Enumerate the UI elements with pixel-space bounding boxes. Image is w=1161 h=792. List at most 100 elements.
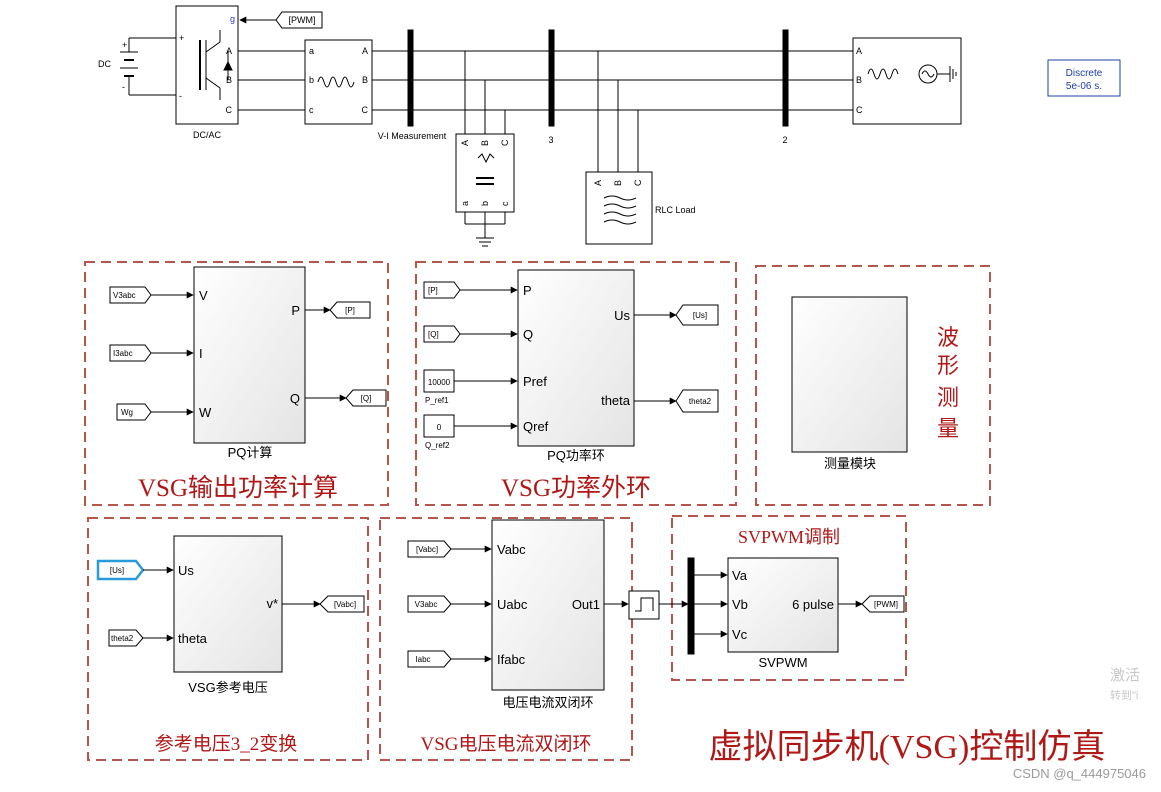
- svpwm-section: [687, 557, 905, 655]
- rlc-port-a: A: [593, 180, 603, 186]
- bus-3[interactable]: [548, 29, 555, 127]
- capacitor-bank-wiring: [464, 51, 506, 134]
- from-tag-q[interactable]: [423, 325, 461, 343]
- from-tag-p-label: [P]: [428, 286, 438, 295]
- ref-voltage-port-theta: theta: [178, 631, 208, 646]
- from-tag-iabc[interactable]: [407, 650, 452, 668]
- cap-port-c-bottom: c: [500, 201, 510, 206]
- goto-tag-us-label: [Us]: [693, 311, 707, 320]
- from-tag-v3abc-2[interactable]: [407, 595, 452, 613]
- pq-calc-port-w: W: [199, 405, 212, 420]
- phase-lines: [238, 50, 854, 111]
- pq-calc-block[interactable]: [193, 266, 306, 444]
- rlc-load-wiring: [597, 51, 639, 172]
- ref-voltage-block-label: VSG参考电压: [188, 680, 267, 695]
- csdn-credit: CSDN @q_444975046: [1013, 766, 1146, 781]
- measure-frame-title: 波 形 测 量: [937, 325, 959, 441]
- goto-tag-p[interactable]: [329, 301, 371, 319]
- from-tag-vabc[interactable]: [407, 540, 452, 558]
- from-tag-q-label: [Q]: [428, 330, 439, 339]
- frame-pq-loop: [415, 261, 737, 506]
- svpwm-port-6pulse: 6 pulse: [792, 597, 834, 612]
- pq-loop-port-pref: Pref: [523, 374, 547, 389]
- grid-source-block[interactable]: [852, 37, 962, 125]
- goto-tag-theta2[interactable]: [675, 389, 719, 413]
- svpwm-port-vc: Vc: [732, 627, 748, 642]
- pq-calc-text: V3abc I3abc Wg V I W P Q [P] [Q] PQ计算 VS…: [113, 288, 371, 502]
- dual-loop-block[interactable]: [491, 519, 605, 691]
- goto-tag-theta2-label: theta2: [689, 397, 712, 406]
- svpwm-port-va: Va: [732, 568, 748, 583]
- svpwm-text: Va Vb Vc 6 pulse [PWM] SVPWM SVPWM调制: [732, 527, 898, 670]
- filter-port-A: A: [362, 46, 368, 56]
- from-tag-i3abc[interactable]: [109, 344, 152, 362]
- bus-vi-measurement[interactable]: [407, 29, 414, 127]
- power-circuit-labels: DC + - + - g DC/AC [PWM] A B C a b c A B…: [98, 14, 1103, 215]
- inverter-port-c: C: [226, 105, 233, 115]
- bus-2[interactable]: [782, 29, 789, 127]
- from-tag-theta2-label: theta2: [111, 634, 134, 643]
- const-q-ref2-value: 0: [437, 423, 442, 432]
- rlc-coil-icon: [603, 195, 637, 225]
- grid-port-b: B: [856, 75, 862, 85]
- dc-minus-label: -: [122, 82, 125, 92]
- from-tag-v3abc[interactable]: [109, 286, 152, 304]
- dual-loop-port-ifabc: Ifabc: [497, 652, 526, 667]
- ref-voltage-text: [Us] theta2 Us theta v* [Vabc] VSG参考电压 参…: [110, 563, 356, 755]
- pq-calc-from-tags: [109, 286, 152, 421]
- measure-title-char-4: 量: [937, 416, 959, 441]
- vi-measurement-label: V-I Measurement: [378, 131, 447, 141]
- inverter-port-a: A: [226, 46, 232, 56]
- from-tag-p[interactable]: [423, 281, 461, 299]
- from-tag-i3abc-label: I3abc: [113, 349, 133, 358]
- from-tag-wg[interactable]: [116, 403, 152, 421]
- measure-block[interactable]: [791, 296, 908, 453]
- inverter-minus-port: -: [179, 91, 182, 101]
- pq-loop-port-p: P: [523, 283, 532, 298]
- pq-calc-port-p: P: [291, 303, 300, 318]
- subsystem-frames: [84, 261, 991, 761]
- dual-loop-block-label: 电压电流双闭环: [502, 695, 593, 710]
- rlc-port-b: B: [613, 180, 623, 186]
- from-tag-theta2[interactable]: [108, 629, 144, 647]
- ref-voltage-frame-title: 参考电压3_2变换: [155, 733, 298, 755]
- dc-source[interactable]: [120, 37, 176, 96]
- inductor-icon: [317, 76, 355, 88]
- dc-source-label: DC: [98, 59, 111, 69]
- dc-plus-label: +: [122, 40, 127, 50]
- measure-title-char-1: 波: [937, 325, 959, 350]
- goto-tag-pwm-label: [PWM]: [874, 600, 898, 609]
- grid-port-a: A: [856, 46, 862, 56]
- inverter-plus-port: +: [179, 33, 184, 43]
- ref-voltage-block[interactable]: [173, 535, 283, 673]
- sine-icon: [921, 70, 935, 78]
- pq-loop-block-label: PQ功率环: [547, 448, 605, 463]
- ground-icon: [464, 212, 506, 247]
- rlc-load-block[interactable]: [585, 171, 653, 245]
- pq-loop-port-q: Q: [523, 327, 533, 342]
- goto-tag-vabc[interactable]: [319, 595, 365, 613]
- demux-bar[interactable]: [687, 557, 695, 655]
- lc-filter-block[interactable]: [304, 39, 373, 125]
- zero-order-hold-block[interactable]: [628, 590, 660, 620]
- powergui-block[interactable]: [1047, 59, 1121, 97]
- svpwm-block[interactable]: [727, 557, 839, 653]
- measure-block-label: 测量模块: [824, 456, 876, 471]
- pq-loop-text: [P] [Q] 10000 P_ref1 0 Q_ref2 P Q Pref Q…: [425, 283, 712, 502]
- from-tag-us[interactable]: [96, 559, 145, 581]
- capacitor-bank-block[interactable]: [455, 133, 515, 213]
- from-tag-us-label: [Us]: [110, 566, 124, 575]
- ref-voltage-section: [96, 535, 365, 673]
- frame-measure: [755, 265, 991, 506]
- goto-tag-pwm[interactable]: [861, 595, 905, 613]
- pwm-from-tag[interactable]: [275, 11, 323, 29]
- page-annotations: 虚拟同步机(VSG)控制仿真 激活 转到"i CSDN @q_444975046: [709, 667, 1146, 781]
- goto-tag-us[interactable]: [675, 304, 719, 326]
- goto-tag-q[interactable]: [345, 389, 387, 407]
- pq-loop-block[interactable]: [517, 269, 635, 447]
- goto-tag-vabc-label: [Vabc]: [334, 600, 356, 609]
- inverter-label: DC/AC: [193, 130, 222, 140]
- filter-port-b: b: [309, 75, 314, 85]
- zoh-step-icon: [635, 597, 654, 612]
- solver-step: 5e-06 s.: [1066, 81, 1102, 92]
